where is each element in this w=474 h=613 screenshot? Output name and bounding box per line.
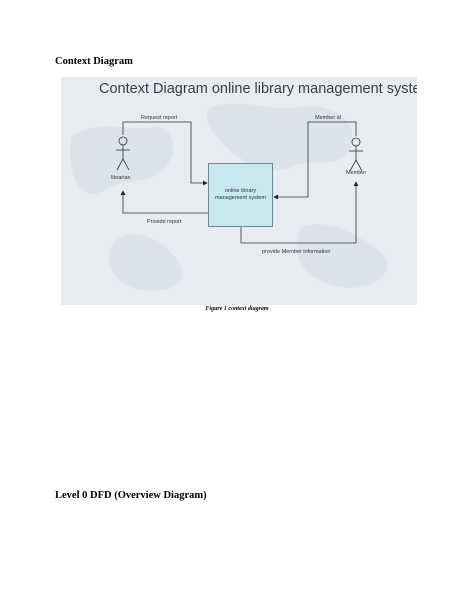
flow-label-provide-member-info: provide Member information <box>262 249 331 255</box>
background-map <box>70 103 388 291</box>
librarian-actor-icon <box>116 136 130 171</box>
flow-label-provide-report: Provide report <box>147 219 182 225</box>
diagram-title: Context Diagram online library managemen… <box>99 81 417 97</box>
flow-label-request-report: Request report <box>141 115 178 121</box>
flow-provide-report-arrow <box>120 190 208 214</box>
context-diagram-figure: Context Diagram online library managemen… <box>61 77 417 305</box>
entity-label-member: Member <box>346 170 367 176</box>
flow-request-report-arrow <box>122 121 208 186</box>
figure-caption: Figure 1 context diagram <box>205 306 269 312</box>
process-box-online-library: online library management system <box>208 163 273 227</box>
flow-member-id-arrow <box>273 121 357 200</box>
diagram-canvas <box>70 103 388 291</box>
member-actor-icon <box>349 137 363 172</box>
section-heading-level0-dfd: Level 0 DFD (Overview Diagram) <box>55 490 207 501</box>
flow-provide-member-info-arrow <box>240 181 359 244</box>
section-heading-context-diagram: Context Diagram <box>55 56 133 67</box>
process-label: online library management system <box>214 188 267 201</box>
flow-label-member-id: Member id <box>315 115 341 121</box>
entity-label-librarian: librarian <box>111 175 131 181</box>
